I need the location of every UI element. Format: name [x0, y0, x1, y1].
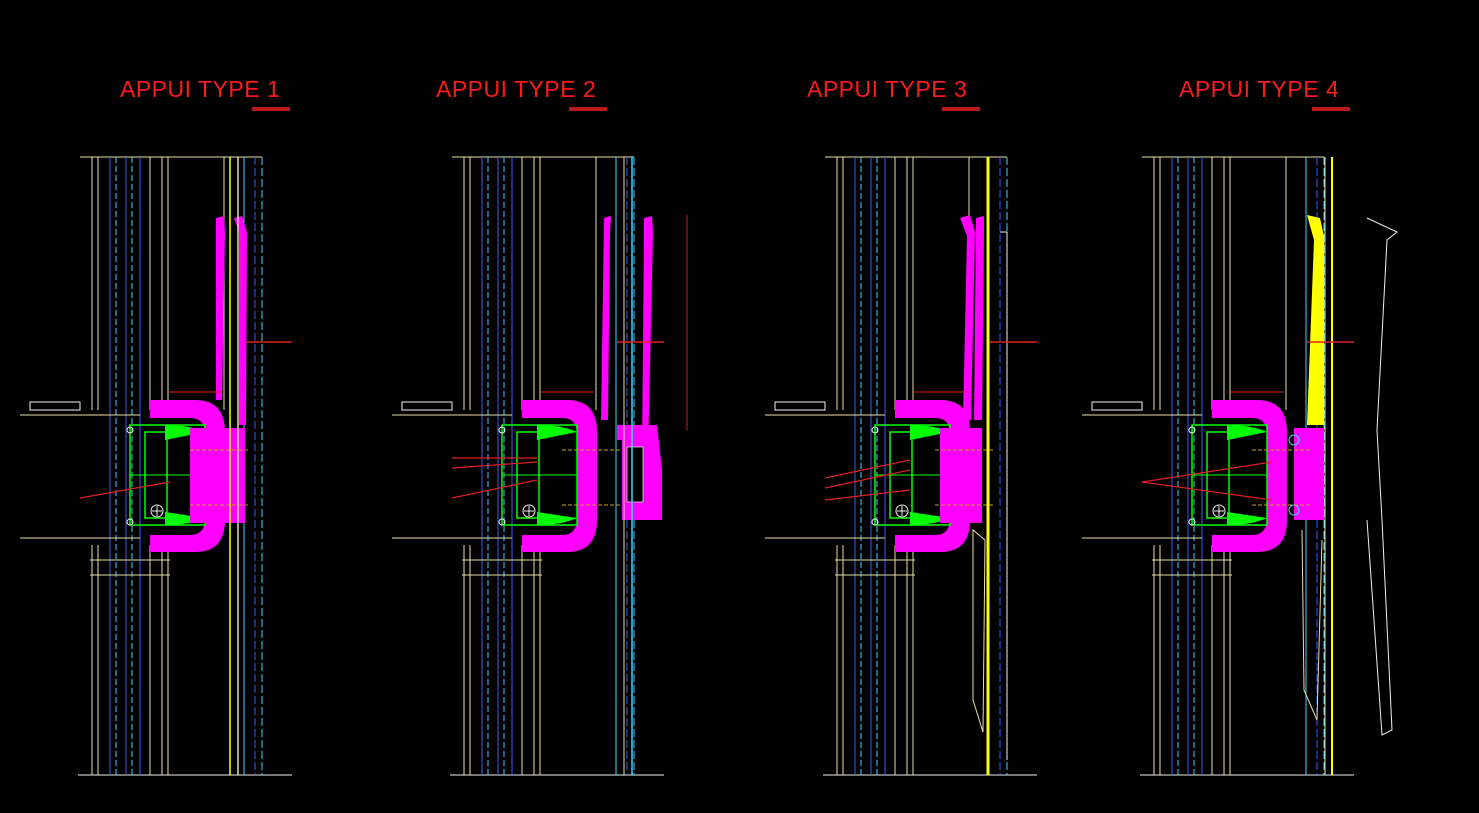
bolt-icon [126, 518, 134, 526]
bolt-icon [498, 518, 506, 526]
green-window-profile [1188, 424, 1268, 526]
sill-upstand [960, 215, 975, 420]
anchor-leader-line [1141, 481, 1273, 501]
fixing-screw-icon [895, 504, 909, 518]
sill-block [774, 401, 826, 411]
title-underline [252, 107, 290, 111]
sill-upstand-2 [642, 216, 653, 455]
fixing-screw-icon [150, 504, 164, 518]
window-drip-bottom [537, 512, 577, 525]
sill-block [1091, 401, 1143, 411]
anchor-leader-line [824, 469, 911, 489]
anchor-leader-line [451, 461, 538, 469]
window-drip-bottom [165, 512, 205, 525]
cladding-outline [972, 528, 986, 733]
sill-upstand-1 [601, 216, 611, 420]
bolt-icon [1188, 426, 1196, 434]
sill-block [29, 401, 81, 411]
magenta-plate [940, 428, 982, 523]
magenta-bracket [522, 400, 597, 552]
anchor-leader-line [824, 489, 911, 501]
window-drip-bottom [1227, 512, 1267, 525]
cladding-outline [1366, 217, 1398, 736]
fixing-screw-icon [1212, 504, 1226, 518]
clip-slot [626, 446, 644, 503]
appui-type-2-detail [392, 107, 984, 776]
panel-title-appui-4: APPUI TYPE 4 [1179, 76, 1340, 102]
appui-type-3-detail [765, 107, 1037, 776]
panel-title-appui-1: APPUI TYPE 1 [120, 76, 281, 102]
bolt-icon [871, 518, 879, 526]
magenta-plate [190, 428, 245, 523]
title-underline [569, 107, 607, 111]
appui-type-1-detail [20, 107, 292, 776]
anchor-icon [1288, 434, 1300, 446]
sill-block [401, 401, 453, 411]
cladding-outline [1301, 529, 1323, 721]
yellow-sill-upstand [1307, 215, 1324, 425]
sill-upstand-1 [974, 216, 984, 420]
sill-upstand-2 [234, 216, 247, 425]
anchor-leader-line [451, 479, 538, 499]
anchor-leader-line [1141, 461, 1273, 483]
panel-title-appui-3: APPUI TYPE 3 [807, 76, 968, 102]
title-underline [1312, 107, 1350, 111]
magenta-bracket [1212, 400, 1287, 552]
sill-upstand-1 [216, 216, 225, 400]
anchor-leader-line [79, 481, 171, 499]
bolt-icon [871, 426, 879, 434]
appui-type-4-detail [1082, 107, 1398, 776]
anchor-leader-line [824, 459, 911, 479]
green-window-profile [498, 424, 578, 526]
fixing-screw-icon [522, 504, 536, 518]
cladding-outline [1000, 231, 1008, 760]
title-underline [942, 107, 980, 111]
window-drip-bottom [910, 512, 950, 525]
bolt-icon [1188, 518, 1196, 526]
window-drip-top [537, 425, 577, 440]
bolt-icon [498, 426, 506, 434]
window-drip-top [1227, 425, 1267, 440]
panel-title-appui-2: APPUI TYPE 2 [436, 76, 597, 102]
bolt-icon [126, 426, 134, 434]
